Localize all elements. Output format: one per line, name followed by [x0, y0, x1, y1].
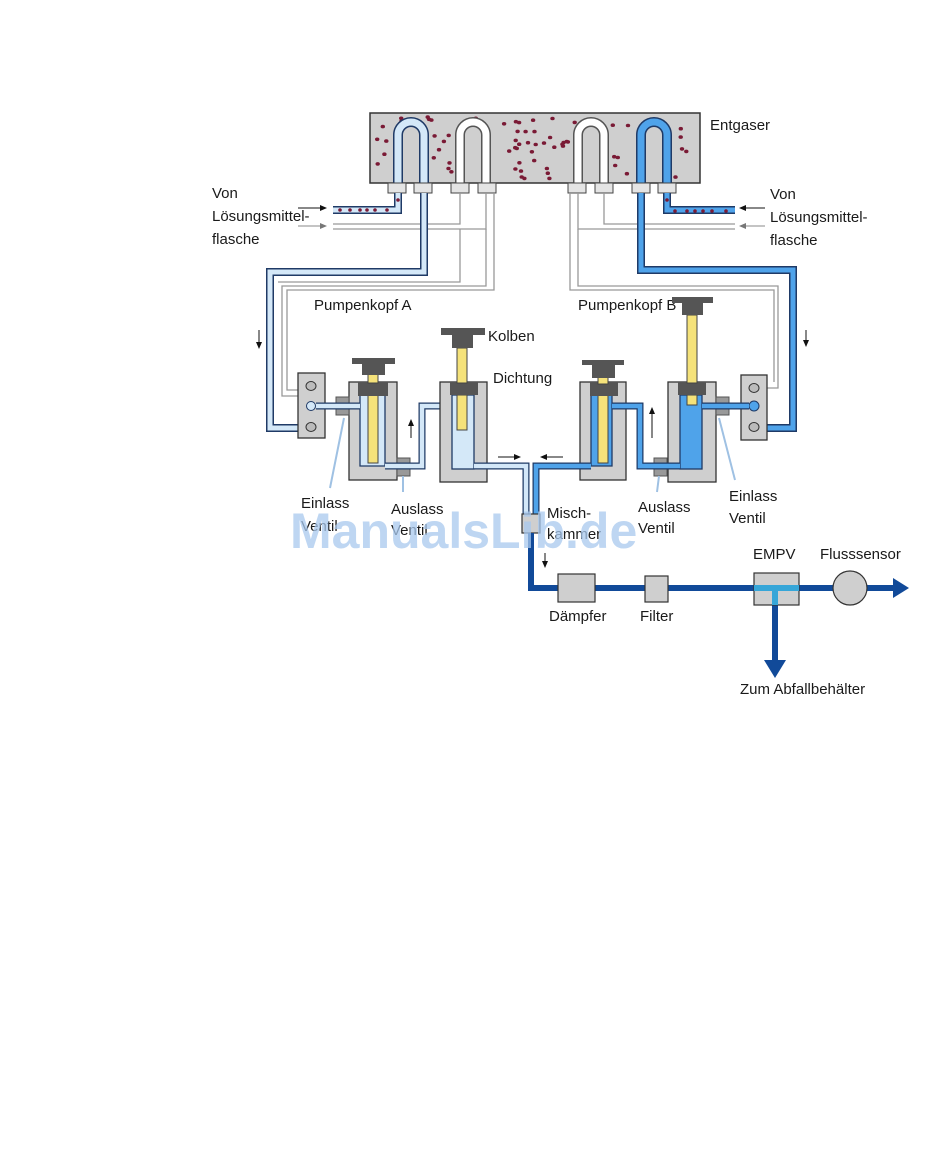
- pump-b-chamber-2: [654, 297, 729, 482]
- bubble-dot: [502, 122, 506, 126]
- piston-head-a1: [352, 358, 395, 375]
- bubble-dot: [679, 127, 683, 131]
- piston-head-b1: [582, 360, 624, 378]
- bubble-dot: [447, 134, 451, 138]
- pump-b-chamber-1: [580, 360, 626, 480]
- bubble-dot: [375, 138, 379, 142]
- bubble-dot: [684, 150, 688, 154]
- solvent-a-inlet-line: [298, 193, 486, 229]
- bubble-dot: [432, 134, 436, 138]
- solvent-b-inlet-line: [578, 193, 765, 229]
- bubble-dot: [507, 149, 511, 153]
- bubble-dot: [513, 167, 517, 171]
- leader-outlet-right: [657, 476, 659, 492]
- label-seal: Dichtung: [493, 370, 552, 387]
- bubble-dot: [611, 123, 615, 127]
- bubble-dot: [384, 139, 388, 143]
- bubble-dot: [523, 130, 527, 134]
- label-solvent-bottle-left: Von Lösungsmittel- flasche: [212, 185, 314, 248]
- bubble-dot: [531, 118, 535, 122]
- bubble-dot: [532, 130, 536, 134]
- leader-inlet-left: [330, 418, 344, 488]
- pump-a-chamber-2: [440, 328, 487, 482]
- bubble-dot: [517, 142, 521, 146]
- label-filter: Filter: [640, 608, 673, 625]
- bubble-dot: [612, 155, 616, 159]
- bubble-dot: [542, 141, 546, 145]
- bubble-dot: [526, 141, 530, 145]
- bubble-dot: [426, 115, 430, 119]
- degasser-connectors: [388, 183, 676, 193]
- filter: [645, 576, 668, 602]
- watermark: ManualsLib.de: [290, 503, 637, 559]
- bubble-dot: [626, 124, 630, 128]
- bubble-dot: [449, 170, 453, 174]
- bubble-dot: [446, 167, 450, 171]
- waste-arrow-head: [764, 660, 786, 678]
- bubble-dot: [573, 121, 577, 125]
- label-piston: Kolben: [488, 328, 535, 345]
- bubble-dot: [625, 172, 629, 176]
- bubble-dot: [381, 125, 385, 129]
- empv-valve: [754, 573, 799, 605]
- label-outlet-valve-right: Auslass Ventil: [638, 499, 695, 537]
- bubble-dot: [437, 148, 441, 152]
- piston-head-a2: [441, 328, 485, 348]
- degasser: [370, 113, 700, 193]
- bubble-dot: [376, 162, 380, 166]
- bubble-dot: [534, 143, 538, 147]
- label-pump-head-a: Pumpenkopf A: [314, 297, 412, 314]
- bubble-dot: [613, 164, 617, 168]
- label-degasser: Entgaser: [710, 117, 770, 134]
- flow-sensor: [833, 571, 867, 605]
- bubble-dot: [673, 175, 677, 179]
- pump-a-chamber-1: [336, 358, 410, 480]
- bubble-dot: [519, 169, 523, 173]
- bubble-dot: [679, 135, 683, 139]
- bubble-dot: [550, 117, 554, 121]
- label-waste: Zum Abfallbehälter: [740, 681, 865, 698]
- label-pump-head-b: Pumpenkopf B: [578, 297, 676, 314]
- damper: [558, 574, 595, 602]
- outlet-arrow-head: [893, 578, 909, 598]
- bubble-dot: [514, 120, 518, 124]
- bubble-dot: [680, 147, 684, 151]
- bubble-dot: [561, 144, 565, 148]
- label-empv: EMPV: [753, 546, 796, 563]
- bubble-dot: [548, 136, 552, 140]
- leader-inlet-right: [719, 418, 735, 480]
- bubble-dot: [532, 159, 536, 163]
- label-inlet-valve-right: Einlass Ventil: [729, 488, 782, 527]
- bubble-dot: [442, 140, 446, 144]
- bubble-dot: [522, 177, 526, 181]
- bubble-dot: [517, 161, 521, 165]
- bubble-dot: [545, 167, 549, 171]
- bubble-dot: [552, 145, 556, 149]
- bubble-dot: [530, 150, 534, 154]
- bubble-dot: [515, 130, 519, 134]
- label-damper: Dämpfer: [549, 608, 607, 625]
- bubble-dot: [514, 139, 518, 143]
- bubble-dot: [546, 171, 550, 175]
- bubble-dot: [447, 161, 451, 165]
- bubble-dot: [565, 140, 569, 144]
- bubble-dot: [513, 146, 517, 150]
- bubble-dot: [547, 177, 551, 181]
- piston-head-b2: [672, 297, 713, 315]
- label-flow-sensor: Flusssensor: [820, 546, 901, 563]
- label-solvent-bottle-right: Von Lösungsmittel- flasche: [770, 186, 872, 249]
- bubble-dot: [432, 156, 436, 160]
- bubble-dot: [382, 152, 386, 156]
